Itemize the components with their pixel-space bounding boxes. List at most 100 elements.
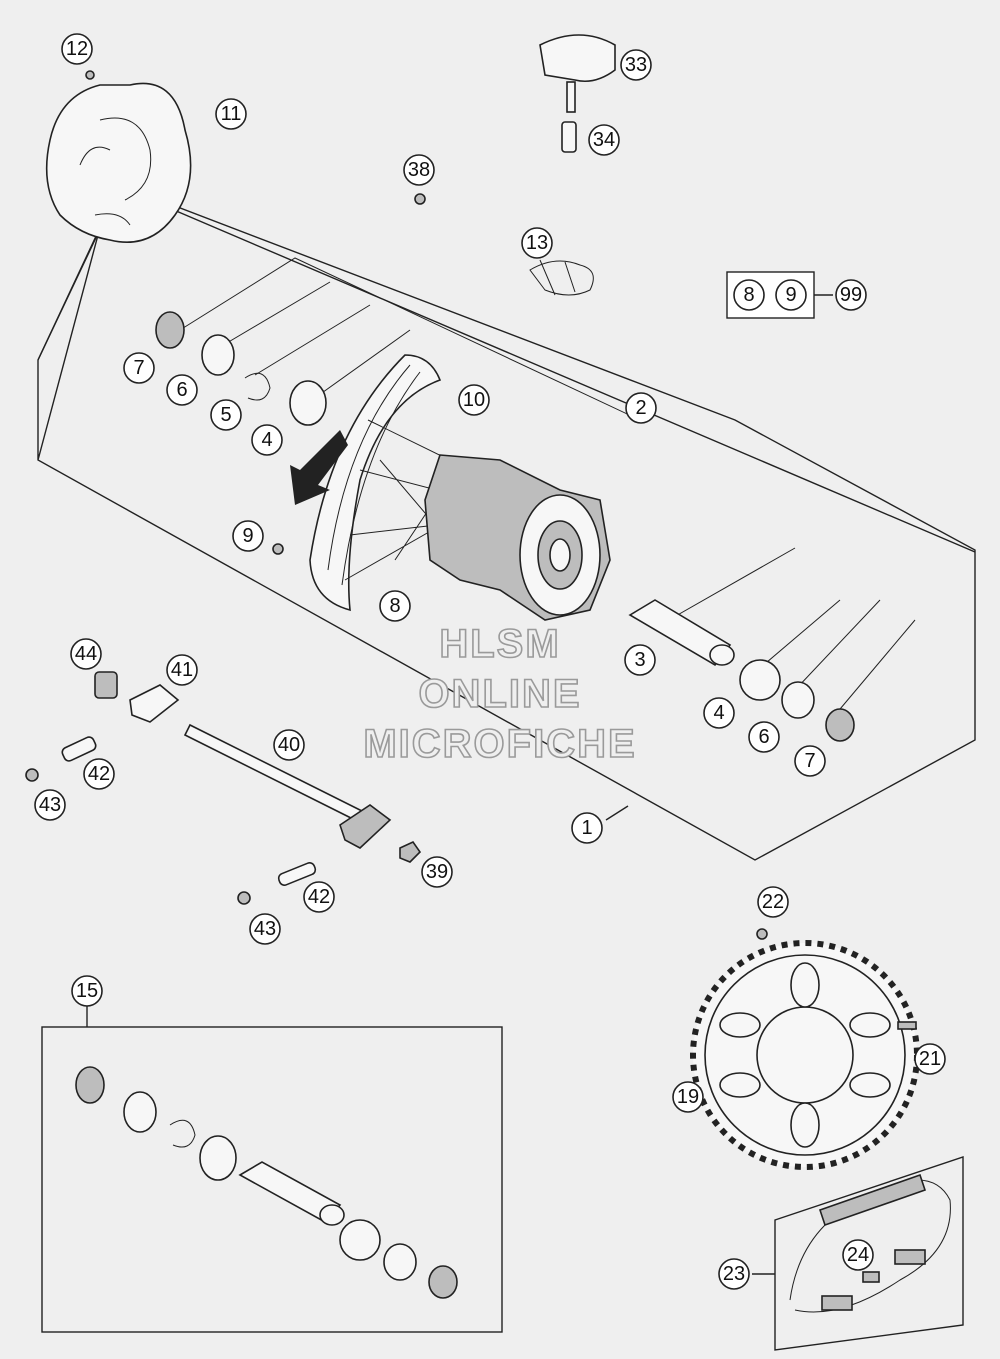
wheel-hub[interactable] (424, 454, 611, 621)
callout-41[interactable]: 41 (166, 654, 198, 686)
watermark-line-3: MICROFICHE (363, 721, 637, 767)
spokes[interactable] (344, 419, 481, 581)
svg-text:99: 99 (840, 284, 862, 306)
svg-text:12: 12 (66, 38, 88, 60)
left-bearing-stack[interactable] (155, 311, 327, 426)
callout-13[interactable]: 13 (521, 227, 553, 259)
watermark-line-1: HLSM (439, 621, 561, 667)
right-bearing-stack[interactable] (739, 659, 855, 742)
callout-42[interactable]: 42 (83, 758, 115, 790)
valve-cap[interactable] (414, 193, 426, 205)
svg-text:3: 3 (634, 649, 645, 671)
callout-38[interactable]: 38 (403, 154, 435, 186)
callout-39[interactable]: 39 (421, 856, 453, 888)
callout-1[interactable]: 1 (571, 812, 603, 844)
axle-nut[interactable] (399, 840, 422, 863)
svg-text:43: 43 (39, 794, 61, 816)
callout-15[interactable]: 15 (71, 975, 103, 1007)
callout-34[interactable]: 34 (588, 124, 620, 156)
callout-43[interactable]: 43 (249, 913, 281, 945)
rim-tape[interactable] (529, 259, 594, 296)
callout-12[interactable]: 12 (61, 33, 93, 65)
callout-3[interactable]: 3 (624, 644, 656, 676)
svg-text:44: 44 (75, 643, 97, 665)
svg-text:8: 8 (743, 284, 754, 306)
svg-text:10: 10 (463, 389, 485, 411)
wheel-axle[interactable] (183, 723, 392, 849)
disc-bolt (85, 70, 95, 80)
spoke-nipple[interactable] (272, 543, 284, 555)
svg-text:39: 39 (426, 861, 448, 883)
svg-text:1: 1 (581, 817, 592, 839)
svg-text:33: 33 (625, 54, 647, 76)
inner-leader-lines (179, 257, 916, 716)
svg-text:41: 41 (171, 659, 193, 681)
callout-24[interactable]: 24 (842, 1239, 874, 1271)
set-result-99[interactable]: 99 (835, 279, 867, 311)
rotation-arrow (290, 430, 348, 505)
spacer-tube[interactable] (628, 599, 735, 667)
svg-text:42: 42 (308, 886, 330, 908)
svg-text:4: 4 (261, 429, 272, 451)
callout-21[interactable]: 21 (914, 1043, 946, 1075)
leader-1 (605, 805, 629, 821)
repair-kit-parts[interactable] (75, 1066, 458, 1299)
callout-19[interactable]: 19 (672, 1081, 704, 1113)
svg-text:11: 11 (221, 103, 242, 125)
svg-text:38: 38 (408, 159, 430, 181)
callout-43[interactable]: 43 (34, 789, 66, 821)
callout-8[interactable]: 8 (379, 590, 411, 622)
callout-9[interactable]: 9 (232, 520, 264, 552)
svg-text:4: 4 (713, 702, 724, 724)
svg-text:9: 9 (785, 284, 796, 306)
wheel-rim[interactable] (309, 354, 442, 612)
callout-44[interactable]: 44 (70, 638, 102, 670)
callout-2[interactable]: 2 (625, 392, 657, 424)
watermark-line-2: ONLINE (418, 671, 582, 717)
sprocket-nut[interactable] (756, 928, 768, 940)
svg-text:7: 7 (804, 750, 815, 772)
svg-text:8: 8 (389, 595, 400, 617)
svg-text:7: 7 (133, 357, 144, 379)
chain-guide-block[interactable] (539, 34, 616, 153)
callout-6[interactable]: 6 (166, 374, 198, 406)
svg-text:6: 6 (176, 379, 187, 401)
drive-chain[interactable] (789, 1173, 951, 1313)
svg-text:42: 42 (88, 763, 110, 785)
svg-text:15: 15 (76, 980, 98, 1002)
svg-text:6: 6 (758, 726, 769, 748)
callout-4[interactable]: 4 (703, 697, 735, 729)
svg-text:24: 24 (847, 1244, 869, 1266)
sprocket-bolt[interactable] (897, 1021, 917, 1030)
brake-disc[interactable] (45, 70, 192, 244)
svg-text:2: 2 (635, 397, 646, 419)
callout-6[interactable]: 6 (748, 721, 780, 753)
rear-sprocket[interactable] (690, 940, 920, 1170)
callout-4[interactable]: 4 (251, 424, 283, 456)
callout-11[interactable]: 11 (215, 98, 247, 130)
chain-box (752, 1156, 964, 1351)
svg-text:43: 43 (254, 918, 276, 940)
svg-text:40: 40 (278, 734, 300, 756)
chain-adjuster-left[interactable] (25, 671, 180, 782)
callout-7[interactable]: 7 (794, 745, 826, 777)
callout-7[interactable]: 7 (123, 352, 155, 384)
svg-text:19: 19 (677, 1086, 699, 1108)
callout-42[interactable]: 42 (303, 881, 335, 913)
svg-text:22: 22 (762, 891, 784, 913)
callout-40[interactable]: 40 (273, 729, 305, 761)
callout-10[interactable]: 10 (458, 384, 490, 416)
set-item-9[interactable]: 9 (775, 279, 807, 311)
callout-22[interactable]: 22 (757, 886, 789, 918)
callout-33[interactable]: 33 (620, 49, 652, 81)
callout-23[interactable]: 23 (718, 1258, 750, 1290)
chain-adjuster-right[interactable] (237, 861, 317, 905)
svg-text:34: 34 (593, 129, 615, 151)
svg-text:21: 21 (919, 1048, 941, 1070)
set-item-8[interactable]: 8 (733, 279, 765, 311)
svg-text:13: 13 (526, 232, 548, 254)
callout-5[interactable]: 5 (210, 399, 242, 431)
svg-text:23: 23 (723, 1263, 745, 1285)
